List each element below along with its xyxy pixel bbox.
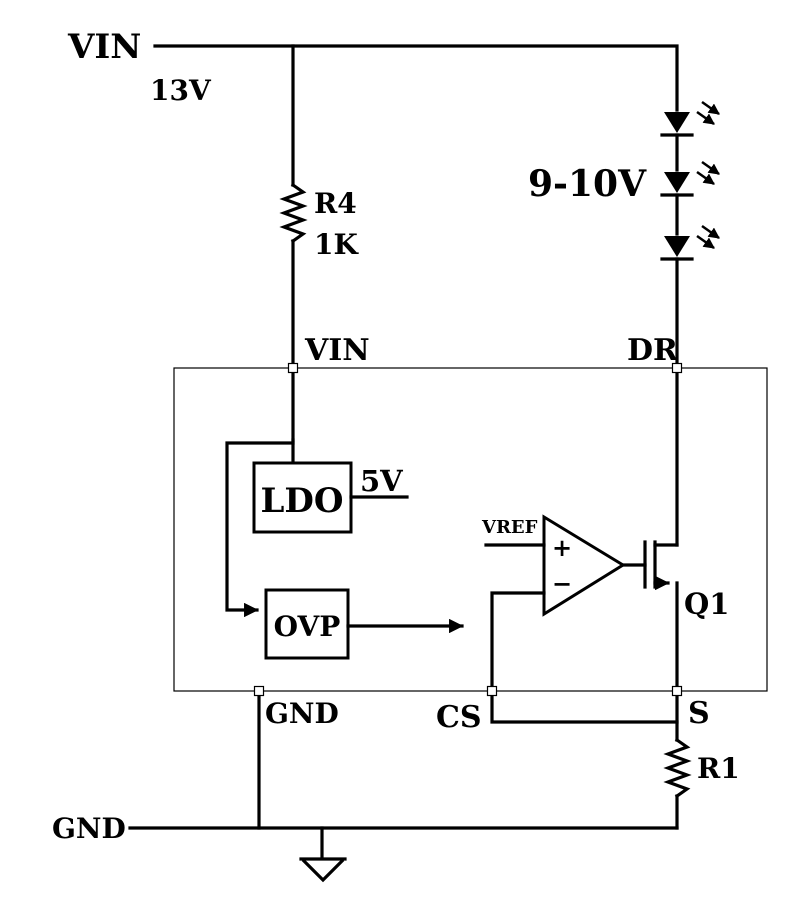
r4-name-label: R4 <box>314 187 357 220</box>
ldo-output-label: 5V <box>360 464 403 498</box>
op-amp-minus: − <box>552 569 572 598</box>
led-string <box>660 100 720 261</box>
r4-value-label: 1K <box>314 228 359 261</box>
pin-s <box>671 685 683 697</box>
ovp-label: OVP <box>274 610 341 643</box>
led-voltage-label: 9-10V <box>528 163 647 205</box>
mosfet-icon <box>643 540 679 591</box>
vin-input-label: VIN <box>67 27 141 67</box>
led-icon <box>660 100 720 137</box>
vin-wire <box>153 44 679 112</box>
op-amp-icon <box>542 514 626 617</box>
vref-label: VREF <box>481 517 538 538</box>
pin-cs <box>486 685 498 697</box>
resistor-icon <box>279 182 308 244</box>
pin-vin <box>287 362 299 374</box>
ovp-block <box>264 588 350 660</box>
resistor-icon <box>663 737 692 799</box>
led-icon <box>660 160 720 197</box>
r1-name-label: R1 <box>697 752 740 785</box>
ovp-sense-wire <box>225 441 295 618</box>
q1-label: Q1 <box>684 587 729 621</box>
pin-s-label: S <box>688 696 710 731</box>
ground-icon <box>299 826 347 883</box>
pin-dr <box>671 362 683 374</box>
cs-feedback-wire <box>490 591 546 693</box>
vin-voltage-label: 13V <box>150 74 212 107</box>
ic-outline <box>173 367 768 692</box>
pin-dr-label: DR <box>627 333 679 368</box>
led-icon <box>660 224 720 261</box>
ldo-label: LDO <box>260 481 343 521</box>
gnd-input-label: GND <box>52 812 126 845</box>
pin-gnd <box>253 685 265 697</box>
cs-to-s-wire <box>490 689 679 724</box>
pin-gnd-label: GND <box>265 697 339 730</box>
op-amp-plus: + <box>552 533 572 562</box>
pin-vin-label: VIN <box>304 333 370 368</box>
ldo-block <box>252 461 353 534</box>
pin-cs-label: CS <box>436 700 482 735</box>
